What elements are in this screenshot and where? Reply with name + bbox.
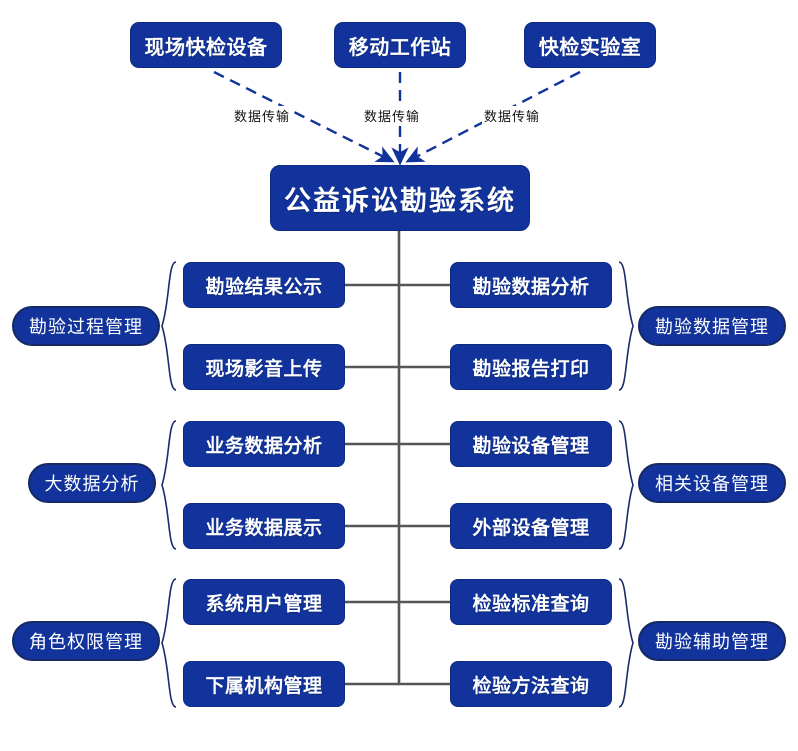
leaf-node-label: 下属机构管理: [205, 674, 323, 697]
leaf-node-business-data-analysis[interactable]: 业务数据分析: [183, 421, 345, 467]
leaf-node-label: 检验方法查询: [472, 674, 590, 697]
brace-group-right-2: [618, 420, 634, 550]
leaf-node-onsite-media-upload[interactable]: 现场影音上传: [183, 344, 345, 390]
source-node-label: 快检实验室: [538, 34, 642, 59]
group-pill-inspection-support-management[interactable]: 勘验辅助管理: [638, 621, 786, 661]
leaf-node-inspection-result-publication[interactable]: 勘验结果公示: [183, 262, 345, 308]
leaf-node-inspection-data-analysis[interactable]: 勘验数据分析: [450, 262, 612, 308]
group-pill-related-device-management[interactable]: 相关设备管理: [638, 463, 786, 503]
group-pill-big-data-analysis[interactable]: 大数据分析: [28, 463, 156, 503]
row-connectors: [345, 283, 450, 686]
edge-label-data-transfer-left: 数据传输: [232, 106, 293, 125]
source-node-label: 现场快检设备: [144, 34, 268, 59]
brace-group-right-3: [618, 578, 634, 708]
hub-node-inspection-system[interactable]: 公益诉讼勘验系统: [270, 165, 530, 231]
hub-node-label: 公益诉讼勘验系统: [284, 185, 516, 217]
brace-group-left-1: [161, 261, 177, 391]
source-node-label: 移动工作站: [348, 34, 452, 59]
brace-group-left-3: [161, 578, 177, 708]
leaf-node-label: 检验标准查询: [472, 592, 590, 615]
leaf-node-label: 现场影音上传: [205, 357, 323, 380]
source-node-mobile-workstation[interactable]: 移动工作站: [334, 22, 466, 68]
group-pill-label: 勘验数据管理: [655, 317, 769, 338]
brace-group-left-2: [161, 420, 177, 550]
group-pill-role-permission-management[interactable]: 角色权限管理: [12, 621, 160, 661]
group-pill-inspection-process-management[interactable]: 勘验过程管理: [12, 306, 160, 346]
group-pill-label: 勘验辅助管理: [655, 632, 769, 653]
source-node-rapid-test-lab[interactable]: 快检实验室: [524, 22, 656, 68]
leaf-node-label: 业务数据展示: [205, 516, 323, 539]
group-pill-label: 勘验过程管理: [29, 317, 143, 338]
leaf-node-label: 系统用户管理: [205, 592, 323, 615]
leaf-node-business-data-display[interactable]: 业务数据展示: [183, 503, 345, 549]
brace-group-right-1: [618, 261, 634, 391]
leaf-node-inspection-device-management[interactable]: 勘验设备管理: [450, 421, 612, 467]
leaf-node-label: 勘验数据分析: [472, 275, 590, 298]
leaf-node-label: 勘验报告打印: [472, 357, 590, 380]
edge-label-data-transfer-center: 数据传输: [362, 106, 423, 125]
edge-label-data-transfer-right: 数据传输: [482, 106, 543, 125]
leaf-node-label: 业务数据分析: [205, 434, 323, 457]
group-pill-label: 相关设备管理: [655, 474, 769, 495]
leaf-node-subordinate-org-management[interactable]: 下属机构管理: [183, 661, 345, 707]
leaf-node-inspection-method-query[interactable]: 检验方法查询: [450, 661, 612, 707]
leaf-node-label: 勘验结果公示: [205, 275, 323, 298]
group-pill-inspection-data-management[interactable]: 勘验数据管理: [638, 306, 786, 346]
leaf-node-label: 勘验设备管理: [472, 434, 590, 457]
leaf-node-external-device-management[interactable]: 外部设备管理: [450, 503, 612, 549]
group-pill-label: 大数据分析: [44, 474, 140, 495]
leaf-node-inspection-standard-query[interactable]: 检验标准查询: [450, 579, 612, 625]
group-pill-label: 角色权限管理: [29, 632, 143, 653]
source-node-field-rapid-test-device[interactable]: 现场快检设备: [130, 22, 282, 68]
leaf-node-inspection-report-print[interactable]: 勘验报告打印: [450, 344, 612, 390]
leaf-node-system-user-management[interactable]: 系统用户管理: [183, 579, 345, 625]
leaf-node-label: 外部设备管理: [472, 516, 590, 539]
